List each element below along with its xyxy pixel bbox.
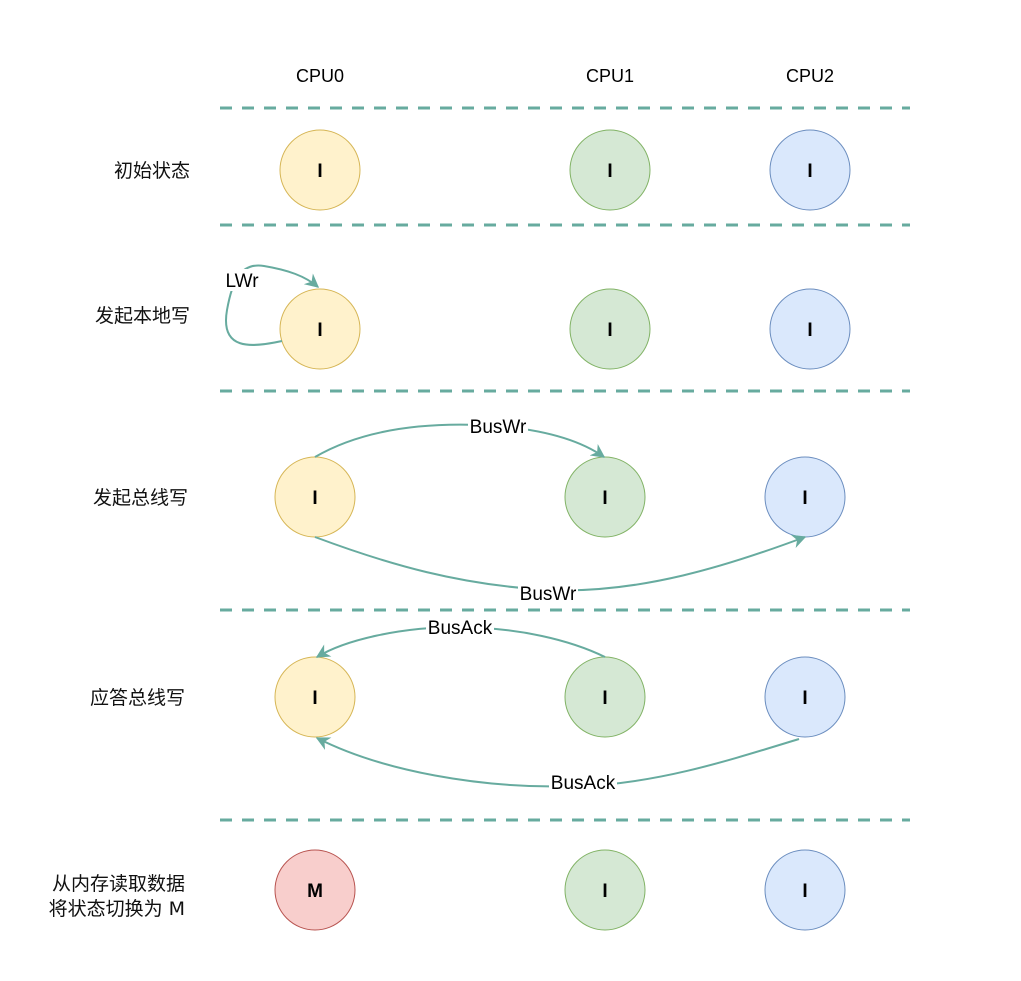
state-node-cpu2-row1: I (769, 288, 851, 370)
state-node-cpu0-row0: I (279, 129, 361, 211)
row-label-read-memory: 从内存读取数据 (52, 873, 185, 895)
edge-label-bg (518, 582, 578, 604)
edge-label-bg (223, 269, 261, 291)
row-label-local-write: 发起本地写 (95, 305, 190, 327)
state-label: I (312, 688, 317, 709)
state-label: I (317, 161, 322, 182)
state-node-cpu2-row3: I (764, 656, 846, 738)
row-label-bus-write: 发起总线写 (93, 487, 188, 509)
state-label: I (602, 488, 607, 509)
state-node-cpu2-row2: I (764, 456, 846, 538)
state-label: I (607, 161, 612, 182)
state-label: I (807, 161, 812, 182)
state-label: I (802, 688, 807, 709)
state-node-cpu2-row4: I (764, 849, 846, 931)
state-label: M (307, 881, 323, 902)
row-label-initial-state: 初始状态 (114, 160, 190, 182)
edge-label-buswr-cpu1: BusWr (470, 417, 527, 438)
edge-label-lwr: LWr (225, 271, 259, 292)
state-label: I (312, 488, 317, 509)
state-node-cpu0-row4: M (274, 849, 356, 931)
state-node-cpu0-row2: I (274, 456, 356, 538)
state-label: I (607, 320, 612, 341)
state-node-cpu1-row2: I (564, 456, 646, 538)
column-header-cpu2: CPU2 (786, 66, 834, 86)
state-node-cpu1-row1: I (569, 288, 651, 370)
state-label: I (602, 688, 607, 709)
row-label-switch-to-m: 将状态切换为 M (49, 898, 185, 920)
state-node-cpu0-row1: I (279, 288, 361, 370)
edge-label-busack-cpu1: BusAck (428, 618, 493, 639)
state-label: I (602, 881, 607, 902)
state-node-cpu1-row3: I (564, 656, 646, 738)
state-label: I (317, 320, 322, 341)
state-node-cpu1-row4: I (564, 849, 646, 931)
state-node-cpu0-row3: I (274, 656, 356, 738)
state-label: I (802, 488, 807, 509)
edge-label-bg (468, 415, 528, 437)
column-header-cpu0: CPU0 (296, 66, 344, 86)
row-label-bus-ack: 应答总线写 (90, 687, 185, 709)
state-label: I (807, 320, 812, 341)
column-header-cpu1: CPU1 (586, 66, 634, 86)
edge-label-buswr-cpu2: BusWr (520, 584, 577, 605)
state-label: I (802, 881, 807, 902)
state-node-cpu1-row0: I (569, 129, 651, 211)
state-node-cpu2-row0: I (769, 129, 851, 211)
edge-label-busack-cpu2: BusAck (551, 773, 616, 794)
edge-label-bg (426, 616, 494, 638)
edge-buswr-cpu0-cpu1 (314, 423, 606, 458)
edge-label-bg (549, 771, 617, 793)
